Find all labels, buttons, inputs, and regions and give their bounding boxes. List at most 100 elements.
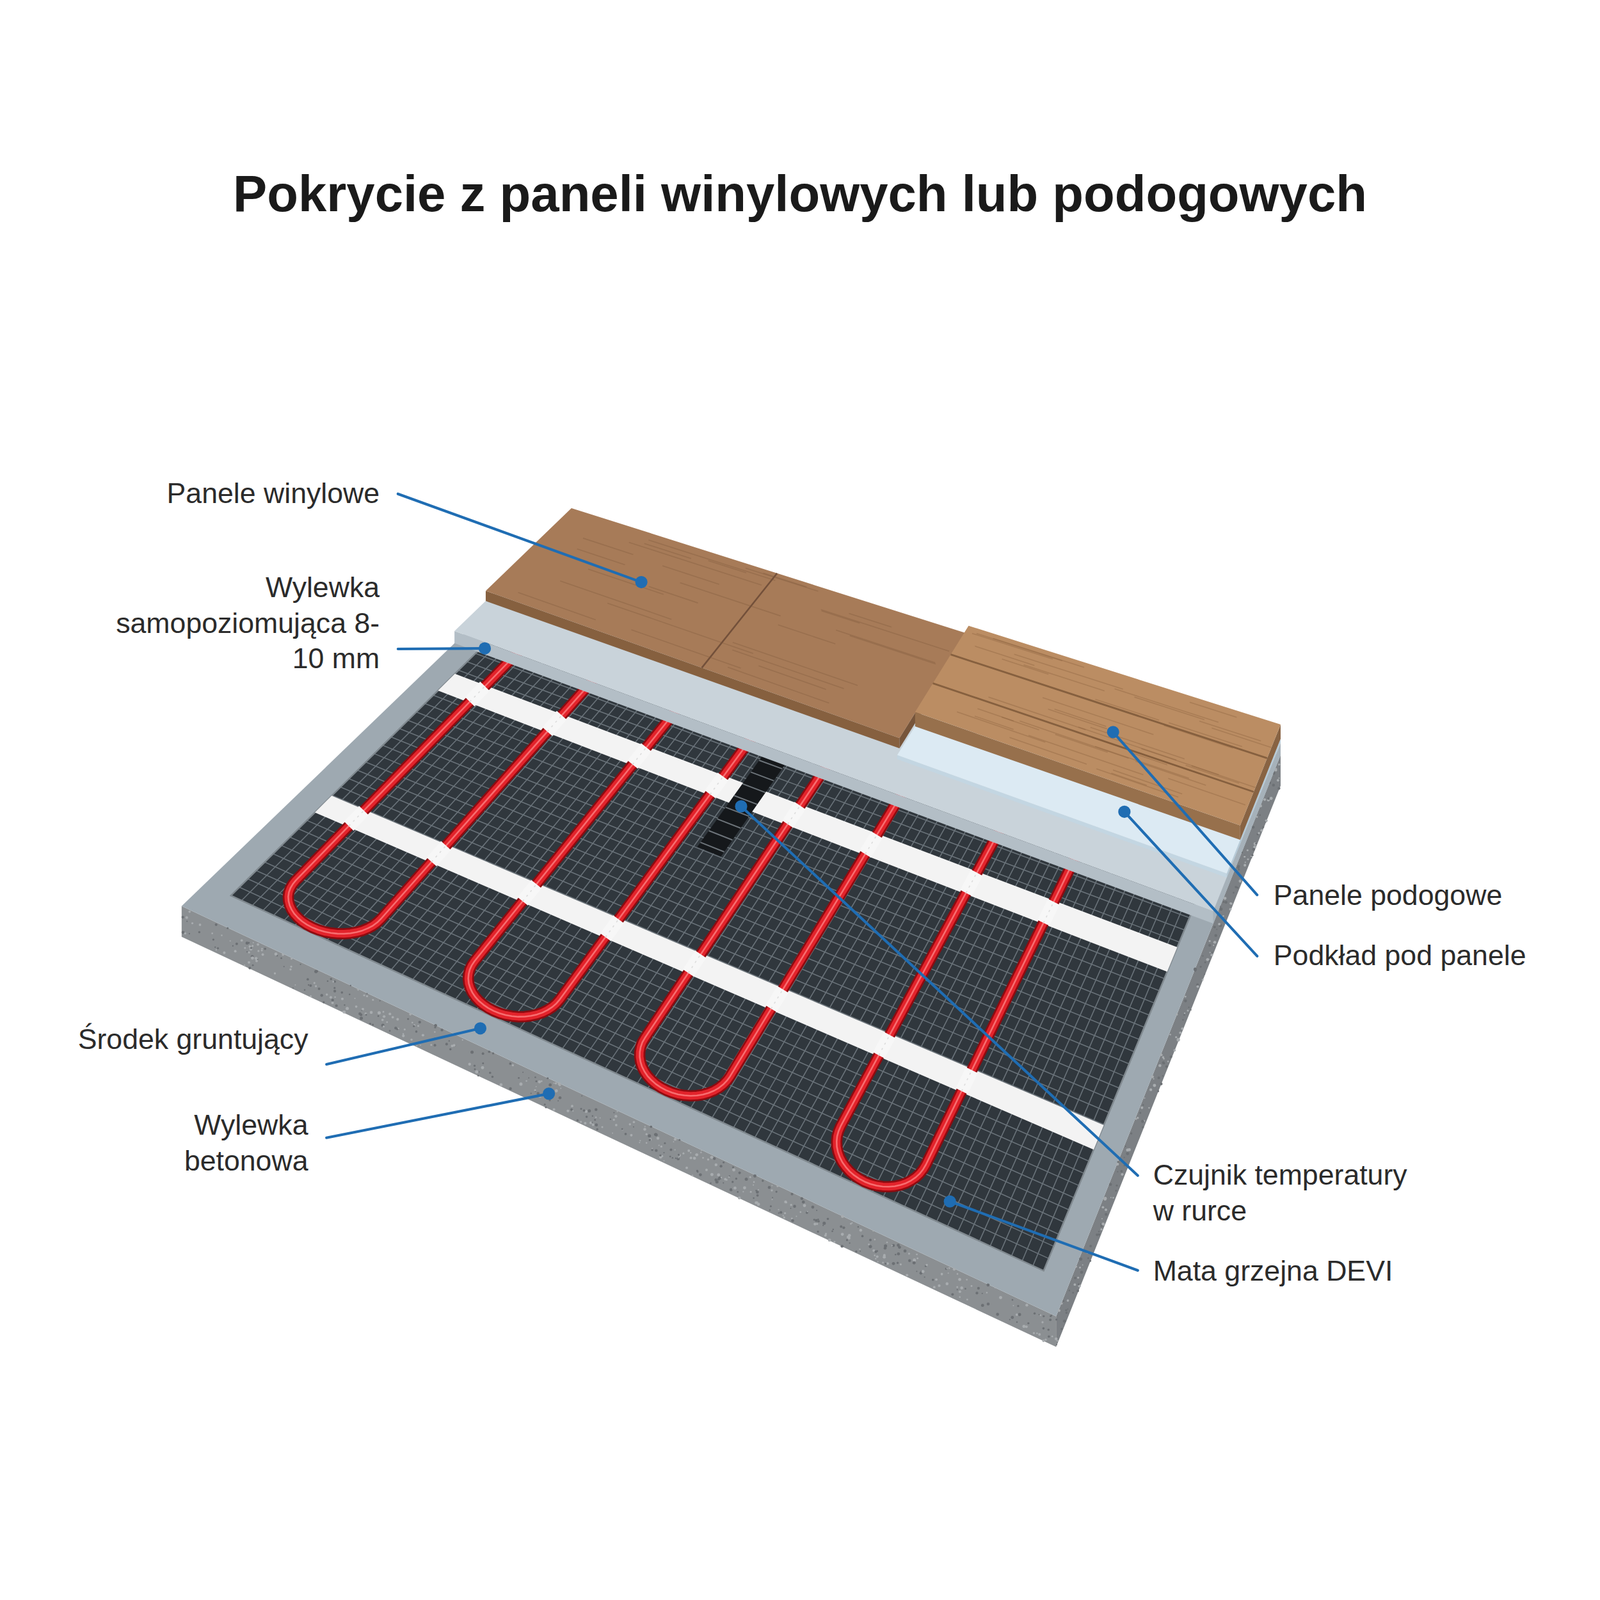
concrete-speck — [1243, 864, 1247, 867]
concrete-speck — [946, 1267, 948, 1270]
cable-core — [468, 704, 756, 1017]
cable-clip-edge — [348, 810, 365, 826]
concrete-speck — [418, 1020, 422, 1024]
concrete-speck — [1047, 1335, 1051, 1338]
concrete-speck — [1183, 1014, 1186, 1017]
concrete-speck — [226, 927, 229, 930]
concrete-speck — [868, 1244, 872, 1248]
concrete-speck — [1211, 951, 1213, 953]
concrete-speck — [487, 1050, 491, 1053]
concrete-speck — [1150, 1075, 1154, 1079]
concrete-speck — [1060, 1328, 1064, 1331]
concrete-speck — [645, 1142, 648, 1145]
concrete-speck — [924, 1276, 926, 1278]
concrete-speck — [1142, 1104, 1144, 1106]
concrete-speck — [1063, 1319, 1067, 1323]
wood-grain — [974, 716, 1014, 730]
concrete-speck — [728, 1176, 730, 1178]
concrete-speck — [1018, 1313, 1022, 1317]
wood-grain — [1189, 702, 1237, 717]
concrete-speck — [986, 1291, 989, 1294]
concrete-speck — [1187, 1006, 1190, 1008]
concrete-speck — [1022, 1324, 1026, 1328]
concrete-speck — [249, 947, 253, 952]
concrete-speck — [698, 1173, 703, 1177]
cable-clip-edge — [965, 872, 977, 894]
concrete-speck — [1276, 778, 1280, 782]
concrete-speck — [243, 947, 246, 950]
concrete-speck — [1230, 902, 1233, 905]
concrete-speck — [433, 1031, 436, 1033]
concrete-speck — [478, 1071, 480, 1073]
concrete-speck — [1157, 1089, 1160, 1092]
concrete-speck — [840, 1232, 845, 1236]
concrete-speck — [508, 1062, 512, 1065]
panel-grain — [583, 538, 633, 555]
concrete-speck — [1125, 1152, 1129, 1156]
concrete-speck — [861, 1235, 864, 1238]
concrete-speck — [1246, 849, 1249, 852]
concrete-speck — [702, 1157, 704, 1160]
concrete-speck — [181, 915, 185, 919]
concrete-speck — [1244, 861, 1247, 863]
concrete-speck — [915, 1270, 918, 1272]
concrete-speck — [517, 1077, 520, 1080]
concrete-speck — [1079, 1266, 1081, 1269]
concrete-speck — [805, 1211, 809, 1215]
concrete-speck — [1224, 901, 1227, 904]
part-label: Panele podogowe — [1273, 877, 1503, 914]
concrete-speck — [867, 1243, 870, 1246]
concrete-speck — [184, 932, 187, 936]
concrete-speck — [753, 1174, 757, 1178]
concrete-speck — [481, 1066, 485, 1070]
concrete-speck — [243, 964, 246, 967]
panel-grain — [821, 610, 861, 623]
cable-clip-edge — [632, 747, 647, 765]
concrete-speck — [1027, 1322, 1030, 1325]
concrete-speck — [1210, 953, 1213, 957]
concrete-speck — [470, 1050, 474, 1054]
concrete-speck — [1051, 1335, 1054, 1338]
wood-grain — [1054, 709, 1107, 727]
panel-grain — [849, 613, 892, 627]
wood-grain — [1055, 734, 1108, 752]
concrete-speck — [544, 1103, 546, 1106]
concrete-speck — [304, 988, 306, 991]
concrete-speck — [789, 1207, 792, 1209]
concrete-speck — [530, 1092, 532, 1094]
concrete-speck — [817, 1218, 819, 1220]
concrete-speck — [673, 1137, 677, 1141]
cable-clip — [688, 954, 701, 973]
wood-grain — [988, 696, 1086, 730]
concrete-speck — [669, 1155, 672, 1158]
concrete-speck — [333, 986, 336, 989]
cable-clip — [469, 686, 486, 702]
concrete-speck — [800, 1197, 804, 1200]
concrete-speck — [1025, 1325, 1028, 1328]
concrete-speck — [1148, 1107, 1151, 1110]
concrete-speck — [1040, 1314, 1042, 1317]
concrete-speck — [468, 1063, 472, 1066]
cable-clip — [961, 1070, 973, 1092]
concrete-speck — [525, 1080, 527, 1082]
concrete-speck — [385, 1021, 388, 1024]
concrete-speck — [621, 1128, 624, 1131]
concrete-speck — [433, 1043, 436, 1047]
concrete-speck — [570, 1104, 574, 1108]
concrete-speck — [905, 1273, 909, 1277]
concrete-speck — [874, 1257, 877, 1260]
concrete-speck — [325, 993, 329, 996]
concrete-speck — [1160, 1053, 1163, 1056]
concrete-speck — [1101, 1205, 1104, 1209]
concrete-speck — [579, 1107, 582, 1110]
cable-clip — [605, 919, 619, 937]
concrete-speck — [473, 1064, 476, 1067]
concrete-speck — [723, 1177, 727, 1181]
wood-grain — [1042, 697, 1154, 735]
concrete-speck — [1253, 842, 1257, 846]
concrete-speck — [707, 1158, 710, 1161]
concrete-speck — [744, 1177, 749, 1181]
concrete-speck — [1169, 1055, 1173, 1058]
concrete-speck — [921, 1269, 925, 1273]
concrete-speck — [1089, 1259, 1092, 1262]
